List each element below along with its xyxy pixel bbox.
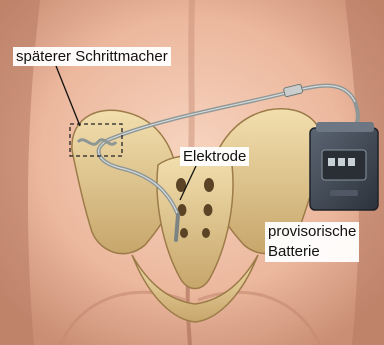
battery-button bbox=[348, 158, 355, 166]
external-battery-device bbox=[310, 122, 378, 210]
battery-top-face bbox=[316, 122, 374, 132]
sacral-foramen bbox=[204, 178, 214, 192]
sacral-foramen bbox=[180, 228, 188, 238]
label-later-pacemaker: späterer Schrittmacher bbox=[13, 47, 171, 66]
label-temporary-battery-line2: Batterie bbox=[268, 242, 356, 262]
label-temporary-battery-line1: provisorische bbox=[268, 222, 356, 242]
battery-port bbox=[330, 190, 358, 196]
sacral-foramen bbox=[204, 204, 213, 216]
sacral-foramen bbox=[202, 228, 210, 238]
battery-button bbox=[338, 158, 345, 166]
label-electrode: Elektrode bbox=[180, 147, 249, 166]
electrode-lead bbox=[176, 215, 178, 240]
battery-button bbox=[328, 158, 335, 166]
label-temporary-battery: provisorische Batterie bbox=[265, 222, 359, 262]
spine-groove bbox=[191, 0, 192, 160]
